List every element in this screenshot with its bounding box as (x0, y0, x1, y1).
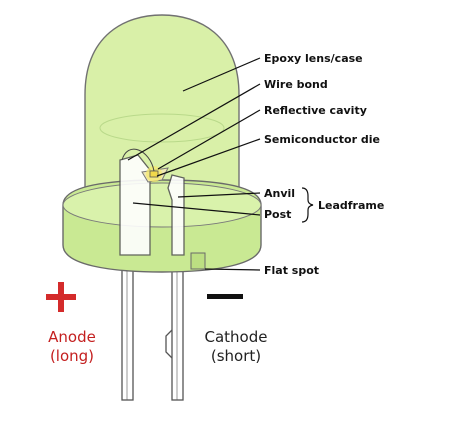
label-leadframe: Leadframe (318, 199, 384, 212)
label-reflective-cavity: Reflective cavity (264, 104, 367, 117)
epoxy-highlight (99, 113, 225, 143)
leader-post (132, 202, 261, 216)
cathode-lead-bend (165, 329, 173, 359)
callout-labels: Epoxy lens/case Wire bond Reflective cav… (264, 52, 384, 277)
cathode-group: Cathode (short) (205, 294, 268, 365)
leader-anvil (177, 192, 261, 198)
flat-spot-marker (190, 252, 206, 270)
epoxy-rim-top (62, 182, 262, 228)
cathode-note: (short) (211, 347, 261, 365)
leader-wire-bond (127, 83, 261, 161)
cathode-lead (171, 254, 184, 401)
leader-epoxy (182, 57, 261, 92)
label-anvil: Anvil (264, 187, 295, 200)
leads (121, 254, 184, 401)
cathode-label: Cathode (205, 328, 268, 346)
anode-lead (121, 254, 134, 401)
leader-reflective-cavity (157, 109, 261, 170)
anode-plus-vertical (58, 282, 64, 312)
semiconductor-die (149, 170, 159, 178)
leadframe (119, 148, 185, 256)
post (167, 174, 185, 256)
label-wire-bond: Wire bond (264, 78, 328, 91)
leader-lines (127, 57, 314, 271)
anode-group: Anode (long) (46, 282, 96, 365)
epoxy-dome (84, 14, 240, 206)
cathode-minus (207, 294, 243, 299)
anode-label: Anode (48, 328, 96, 346)
label-die: Semiconductor die (264, 133, 380, 146)
epoxy-lens-case (62, 14, 262, 273)
leader-flat-spot (204, 268, 261, 271)
leadframe-brace (301, 187, 314, 223)
wire-bond (121, 148, 155, 172)
anode-note: (long) (50, 347, 94, 365)
leader-die (156, 138, 261, 177)
label-flat-spot: Flat spot (264, 264, 319, 277)
label-post: Post (264, 208, 291, 221)
anvil (119, 154, 151, 256)
label-epoxy: Epoxy lens/case (264, 52, 363, 65)
